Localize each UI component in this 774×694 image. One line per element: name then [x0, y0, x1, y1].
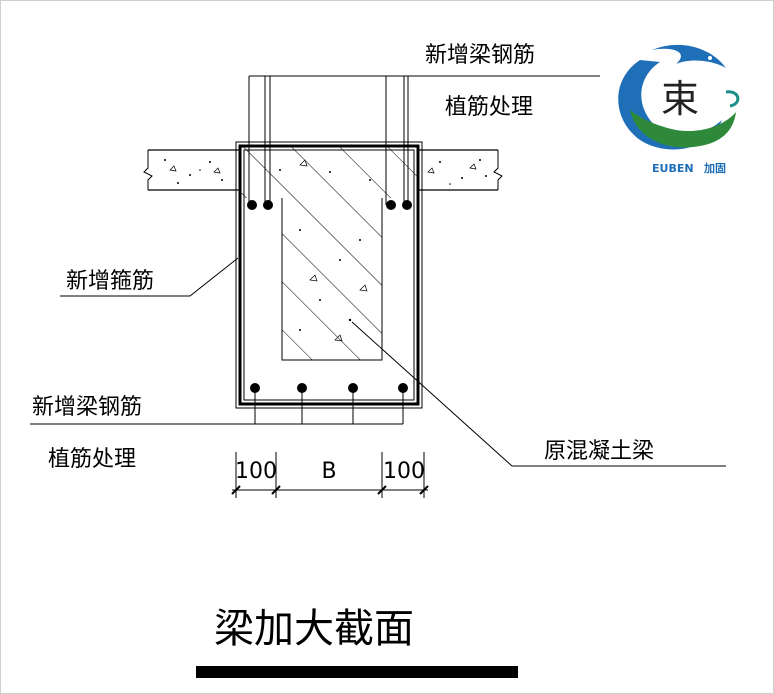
rebar-top-1	[247, 200, 257, 210]
label-anchor-top: 植筋处理	[445, 95, 533, 120]
dragon-head-icon	[652, 44, 726, 68]
dim-right: 100	[383, 459, 425, 484]
label-new-beam-rebar-bottom: 新增梁钢筋	[32, 395, 142, 420]
rebar-bottom-2	[297, 383, 307, 393]
leader-original-beam	[351, 321, 726, 467]
bottom-rebars	[250, 383, 408, 393]
slab-right	[418, 149, 503, 191]
anchor-bars-top	[248, 76, 409, 205]
label-anchor-bottom: 植筋处理	[48, 447, 136, 472]
logo-mark: 束	[661, 77, 699, 121]
logo-brand-cn: 加固	[703, 161, 726, 175]
leader-stirrup	[60, 257, 239, 297]
rebar-top-3	[386, 200, 396, 210]
label-new-beam-rebar-top: 新增梁钢筋	[425, 43, 535, 68]
label-new-stirrup: 新增箍筋	[66, 269, 154, 294]
top-rebars	[247, 200, 412, 210]
dim-middle: B	[321, 459, 336, 484]
diagram-title: 梁加大截面	[214, 606, 414, 652]
rebar-bottom-3	[348, 383, 358, 393]
label-original-beam: 原混凝土梁	[544, 439, 654, 464]
jacket-outline	[235, 141, 423, 409]
dim-left: 100	[235, 459, 277, 484]
company-logo: 束 EUBEN 加固	[618, 44, 740, 175]
logo-brand-latin: EUBEN	[652, 162, 694, 175]
wave-icon	[630, 110, 736, 148]
rebar-top-4	[402, 200, 412, 210]
original-beam	[240, 146, 418, 361]
rebar-top-2	[263, 200, 273, 210]
dimension-line	[231, 452, 429, 498]
anchor-bars-bottom	[254, 388, 404, 424]
title-underline	[196, 666, 518, 678]
rebar-bottom-4	[398, 383, 408, 393]
rebar-bottom-1	[250, 383, 260, 393]
slab-left	[143, 149, 240, 191]
